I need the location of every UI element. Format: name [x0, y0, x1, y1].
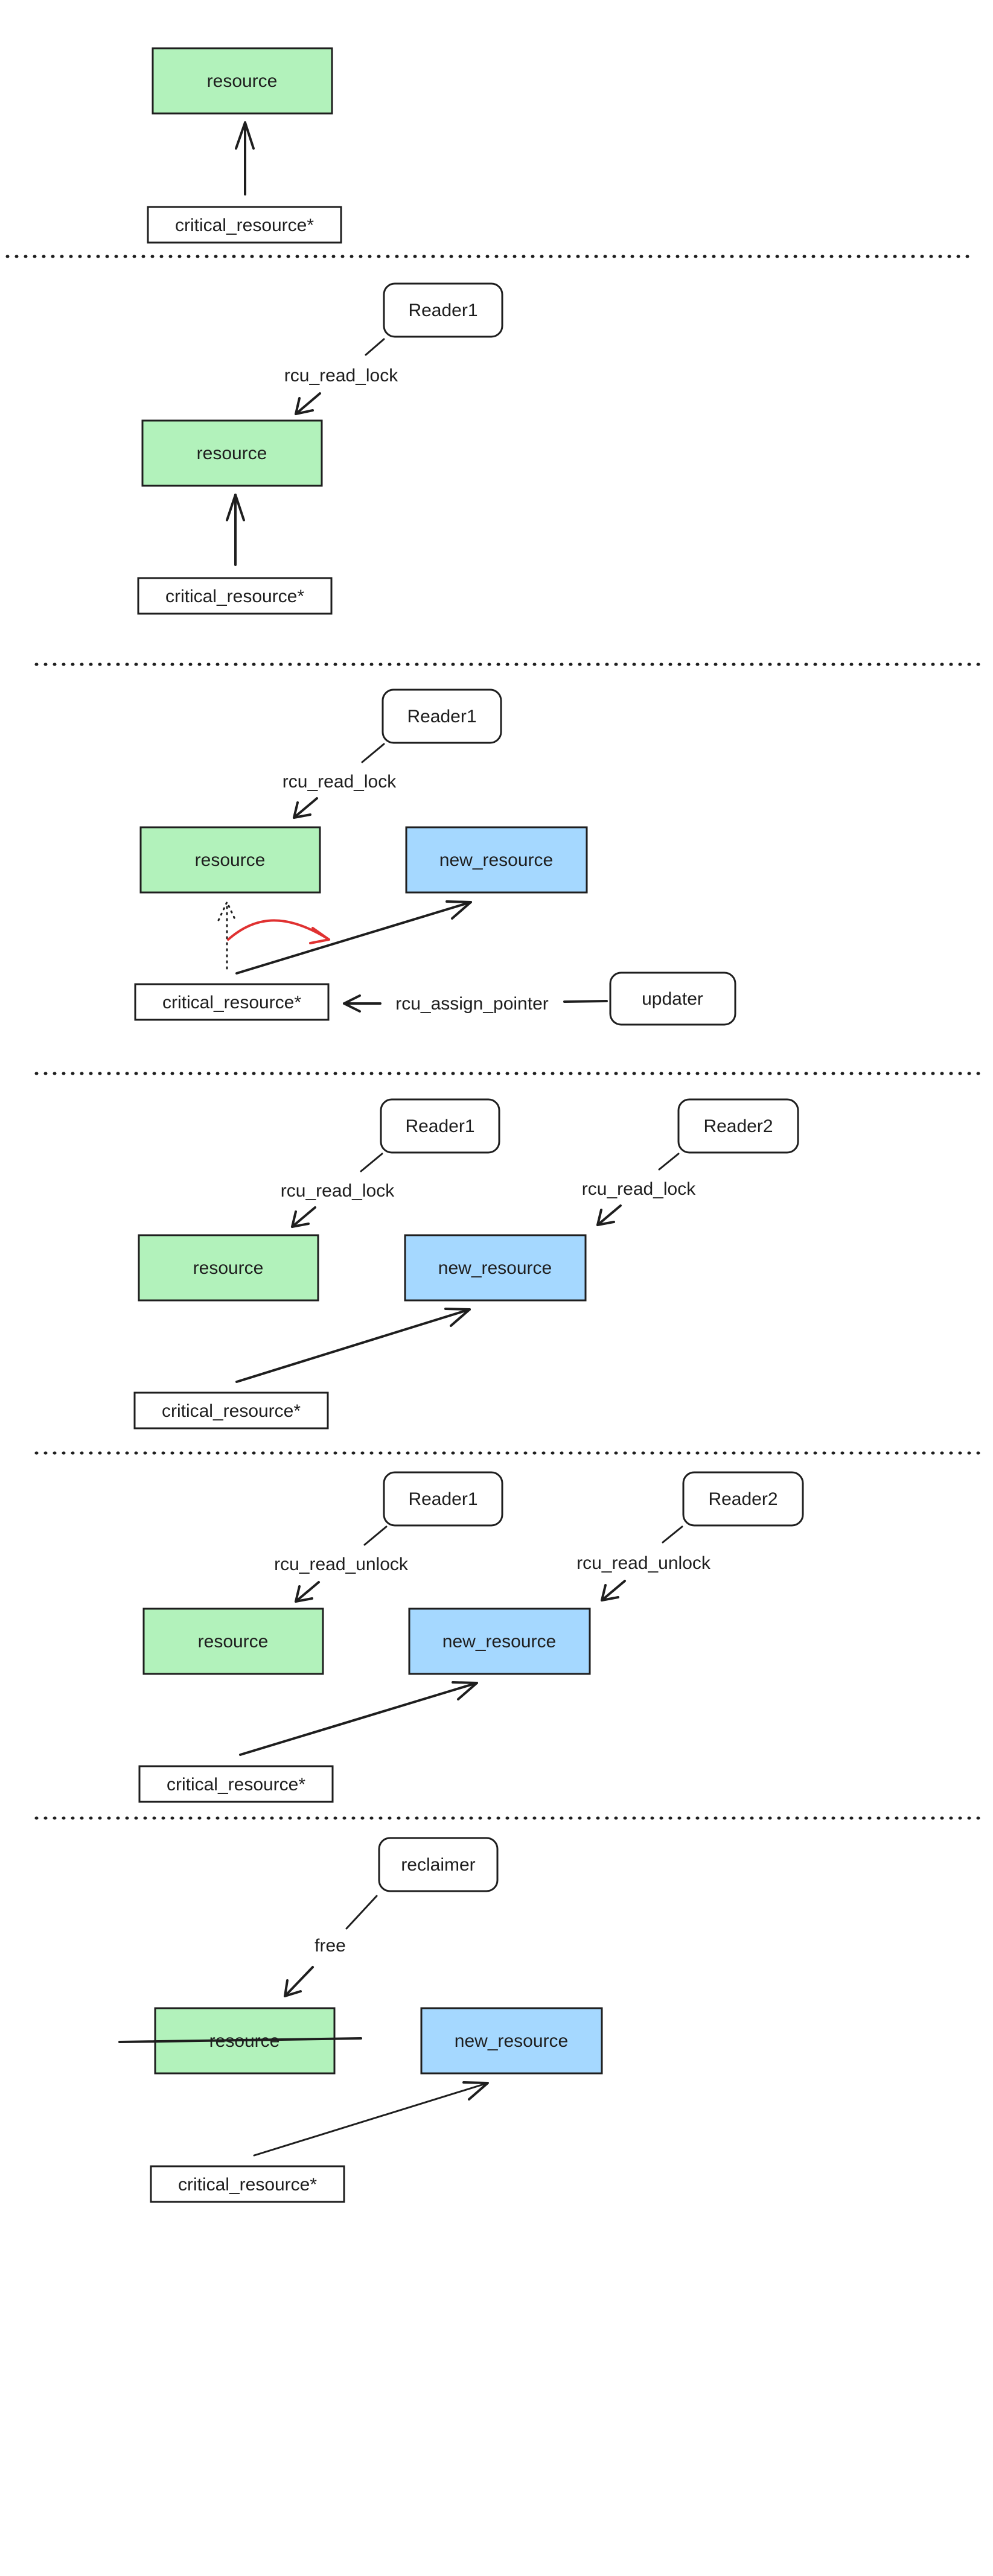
rcu-read-unlock-label: rcu_read_unlock	[274, 1554, 409, 1574]
lock-arrow	[293, 797, 318, 819]
new-resource-label: new_resource	[439, 850, 553, 870]
resource-box[interactable]: resource	[138, 1234, 319, 1302]
connector-line	[658, 1153, 680, 1171]
new-resource-label: new_resource	[442, 1632, 556, 1652]
stage-1: resource critical_resource*	[147, 47, 342, 244]
reclaimer-label: reclaimer	[401, 1855, 475, 1875]
reader1-label: Reader1	[408, 301, 477, 320]
critical-resource-label: critical_resource*	[167, 1775, 305, 1795]
rcu-read-lock-label: rcu_read_lock	[281, 1181, 395, 1201]
resource-box[interactable]: resource	[152, 47, 333, 115]
reader1-node[interactable]: Reader1	[383, 282, 503, 338]
rcu-read-lock-label: rcu_read_lock	[284, 366, 398, 386]
pointer-arrow	[253, 2081, 489, 2157]
stage-6: reclaimer free resource new_resource cri…	[118, 1837, 603, 2203]
updater-node[interactable]: updater	[609, 972, 736, 1026]
critical-resource-label: critical_resource*	[162, 993, 301, 1013]
new-resource-box[interactable]: new_resource	[408, 1608, 591, 1675]
critical-resource-label: critical_resource*	[178, 2175, 317, 2195]
reader1-label: Reader1	[407, 707, 476, 727]
resource-label: resource	[198, 1632, 269, 1652]
resource-box[interactable]: resource	[142, 1608, 324, 1675]
critical-resource-pointer-box[interactable]: critical_resource*	[147, 206, 342, 244]
new-resource-box[interactable]: new_resource	[405, 826, 588, 894]
reader1-label: Reader1	[405, 1116, 474, 1136]
connector-line	[363, 1525, 388, 1546]
critical-resource-pointer-box[interactable]: critical_resource*	[137, 577, 333, 615]
critical-resource-pointer-box[interactable]: critical_resource*	[134, 983, 330, 1021]
connector-line	[345, 1895, 378, 1930]
new-resource-box[interactable]: new_resource	[420, 2007, 603, 2075]
connector-line	[361, 743, 385, 763]
critical-resource-pointer-box[interactable]: critical_resource*	[138, 1765, 334, 1803]
strikethrough-line	[118, 2037, 362, 2043]
new-resource-box[interactable]: new_resource	[404, 1234, 587, 1302]
resource-box[interactable]: resource	[139, 826, 321, 894]
connector-line	[563, 1000, 608, 1003]
old-pointer-dotted-arrow	[217, 900, 237, 970]
freed-resource-box[interactable]: resource	[118, 2007, 362, 2075]
resource-label: resource	[195, 850, 266, 870]
pointer-swap-highlight-arrow	[227, 919, 330, 944]
reader2-node[interactable]: Reader2	[677, 1098, 799, 1154]
reclaimer-node[interactable]: reclaimer	[378, 1837, 499, 1892]
reader1-node[interactable]: Reader1	[382, 689, 502, 744]
connector-line	[360, 1153, 383, 1172]
new-resource-label: new_resource	[438, 1258, 552, 1278]
updater-label: updater	[642, 989, 703, 1009]
resource-label: resource	[207, 71, 278, 91]
critical-resource-pointer-box[interactable]: critical_resource*	[133, 1391, 329, 1430]
reader1-node[interactable]: Reader1	[380, 1098, 500, 1154]
critical-resource-label: critical_resource*	[165, 587, 304, 606]
reader2-label: Reader2	[703, 1116, 773, 1136]
pointer-arrow	[235, 1308, 471, 1383]
free-label: free	[315, 1936, 346, 1956]
critical-resource-label: critical_resource*	[162, 1401, 301, 1421]
new-resource-label: new_resource	[455, 2031, 568, 2051]
reader2-node[interactable]: Reader2	[682, 1471, 804, 1527]
assign-arrow	[343, 994, 382, 1013]
lock-arrow	[295, 392, 321, 415]
critical-resource-pointer-box[interactable]: critical_resource*	[150, 2165, 345, 2203]
unlock-arrow	[601, 1580, 626, 1601]
stage-5: Reader1 rcu_read_unlock Reader2 rcu_read…	[138, 1471, 804, 1803]
pointer-arrow	[226, 494, 245, 566]
stage-3: Reader1 rcu_read_lock resource new_resou…	[134, 689, 736, 1026]
pointer-arrow	[239, 1681, 478, 1756]
resource-label: resource	[193, 1258, 264, 1278]
critical-resource-label: critical_resource*	[175, 215, 314, 235]
pointer-arrow	[235, 121, 255, 196]
rcu-read-lock-label: rcu_read_lock	[283, 772, 397, 792]
rcu-read-lock-label: rcu_read_lock	[582, 1179, 696, 1199]
reader1-label: Reader1	[408, 1489, 477, 1509]
unlock-arrow	[295, 1581, 320, 1603]
rcu-read-unlock-label: rcu_read_unlock	[576, 1553, 711, 1573]
connector-line	[662, 1525, 683, 1544]
lock-arrow	[596, 1204, 622, 1226]
reader2-label: Reader2	[708, 1489, 777, 1509]
rcu-assign-pointer-label: rcu_assign_pointer	[395, 994, 549, 1014]
resource-box[interactable]: resource	[141, 419, 323, 487]
lock-arrow	[291, 1206, 316, 1228]
free-arrow	[284, 1966, 314, 1997]
resource-label: resource	[197, 444, 267, 463]
reader1-node[interactable]: Reader1	[383, 1471, 503, 1527]
stage-2: Reader1 rcu_read_lock resource critical_…	[137, 282, 503, 615]
stage-4: Reader1 rcu_read_lock Reader2 rcu_read_l…	[133, 1098, 799, 1430]
new-pointer-arrow	[235, 900, 472, 975]
connector-line	[365, 338, 385, 356]
